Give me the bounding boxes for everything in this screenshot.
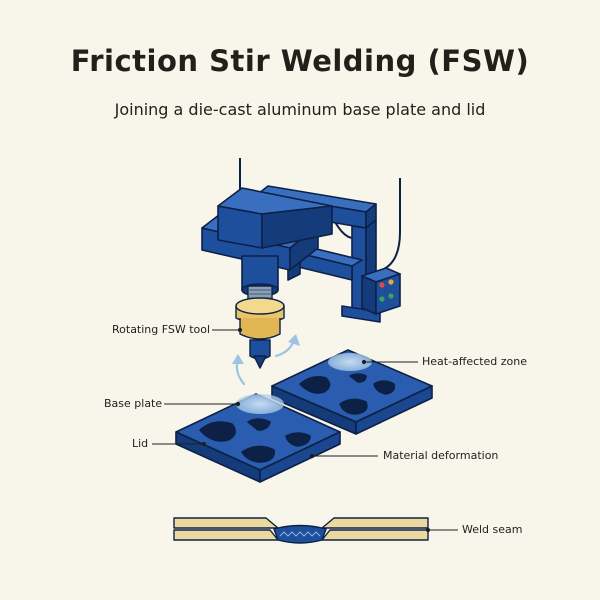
indicator-light-icon [388,293,394,299]
fsw-tool [235,285,285,369]
weld-seam-section [173,517,429,544]
label-weld-seam: Weld seam [462,523,523,536]
label-material-deformation: Material deformation [383,449,499,462]
label-base-plate: Base plate [104,397,163,410]
indicator-light-icon [379,282,385,288]
label-lid: Lid [132,437,149,450]
heat-affected-zone [236,394,284,414]
indicator-light-icon [388,279,394,285]
leader-lines [152,327,458,533]
diagram-subtitle: Joining a die-cast aluminum base plate a… [114,100,486,119]
label-heat-affected-zone: Heat-affected zone [422,355,527,368]
lid-plate [271,349,433,435]
rotation-arrow-icon [232,334,300,386]
diagram-title: Friction Stir Welding (FSW) [70,44,530,78]
indicator-light-icon [379,296,385,302]
machine-head [201,187,333,297]
label-rotating-tool: Rotating FSW tool [112,323,211,336]
heat-affected-zone [328,353,372,371]
control-box [361,267,401,315]
